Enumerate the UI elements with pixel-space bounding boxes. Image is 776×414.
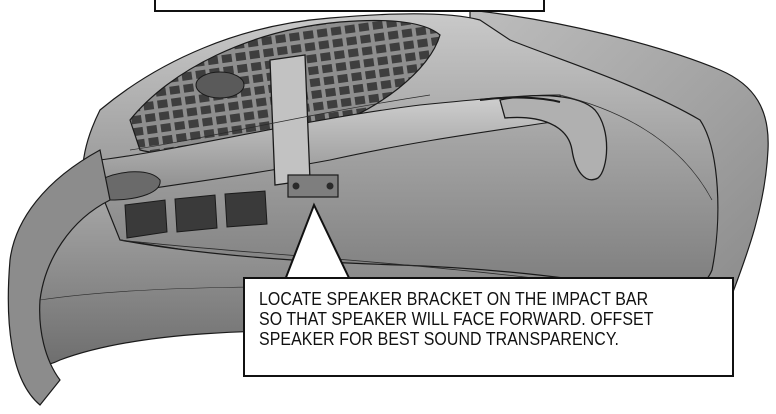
grille-emblem <box>195 71 245 99</box>
bracket-base <box>287 174 339 198</box>
callout-line-3: SPEAKER FOR BEST SOUND TRANSPARENCY. <box>259 328 619 349</box>
leader-line <box>284 202 351 281</box>
right-fog-housing <box>499 95 608 181</box>
wire-harness <box>479 96 561 103</box>
callout-line-1: LOCATE SPEAKER BRACKET ON THE IMPACT BAR <box>259 288 649 309</box>
lower-opening-1 <box>124 199 168 239</box>
lower-opening-2 <box>174 194 218 233</box>
callout-line-2: SO THAT SPEAKER WILL FACE FORWARD. OFFSE… <box>259 308 654 329</box>
callout-speaker-note: LOCATE SPEAKER BRACKET ON THE IMPACT BAR… <box>243 277 734 377</box>
lower-opening-3 <box>224 190 268 228</box>
callout-top-box <box>154 0 545 12</box>
